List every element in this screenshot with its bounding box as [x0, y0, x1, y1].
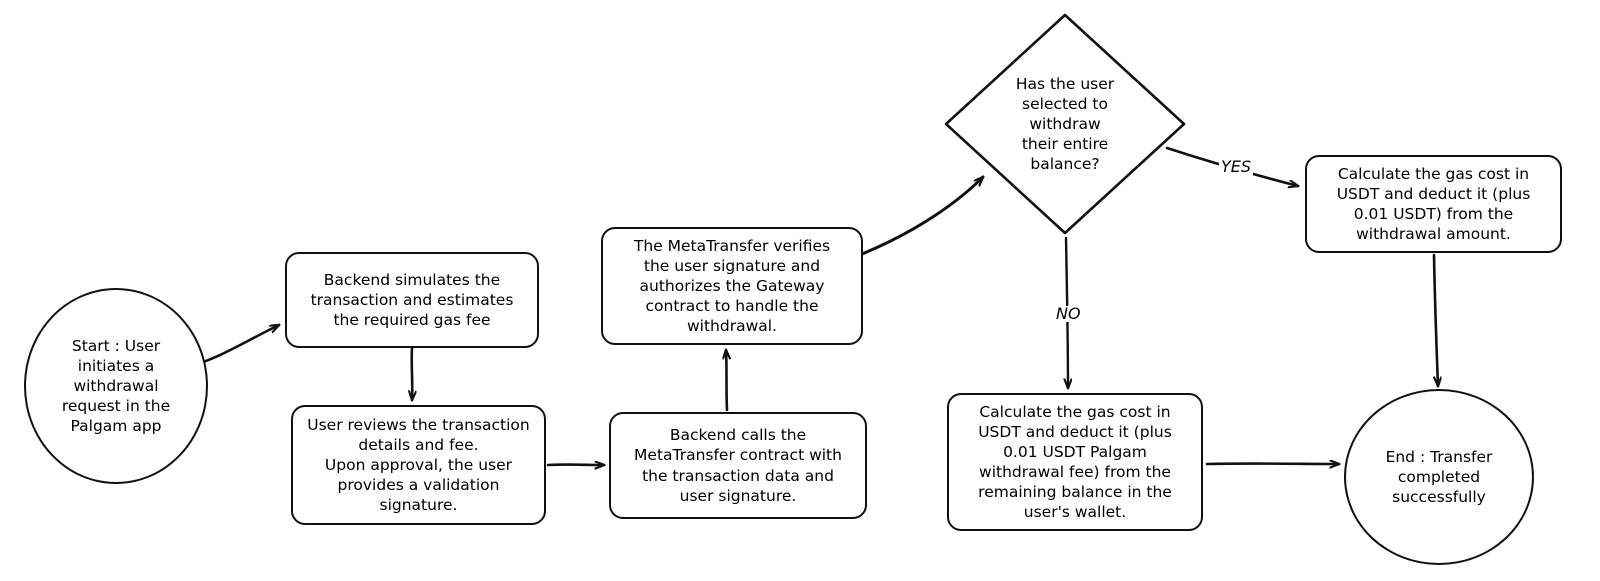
node-end-label: End : Transfer completed successfully: [1385, 447, 1493, 507]
node-user-reviews[interactable]: User reviews the transaction details and…: [291, 405, 546, 525]
edge-yes-calculate-gas-to-end: [1432, 253, 1438, 386]
edge-backend-simulates-to-user-reviews: [412, 346, 413, 400]
node-no-calculate-gas[interactable]: Calculate the gas cost in USDT and deduc…: [947, 393, 1203, 531]
node-end[interactable]: End : Transfer completed successfully: [1344, 389, 1534, 565]
node-no-calculate-gas-label: Calculate the gas cost in USDT and deduc…: [978, 402, 1172, 522]
node-backend-simulates-label: Backend simulates the transaction and es…: [310, 270, 514, 330]
node-yes-calculate-gas[interactable]: Calculate the gas cost in USDT and deduc…: [1305, 155, 1562, 253]
node-decision-entire-balance[interactable]: Has the user selected to withdraw their …: [941, 10, 1189, 238]
diamond-outline-icon: [944, 13, 1186, 235]
node-user-reviews-label: User reviews the transaction details and…: [307, 415, 530, 515]
node-backend-calls-label: Backend calls the MetaTransfer contract …: [634, 426, 842, 505]
node-yes-calculate-gas-label: Calculate the gas cost in USDT and deduc…: [1336, 164, 1531, 244]
node-metatransfer-verifies[interactable]: The MetaTransfer verifies the user signa…: [601, 227, 863, 345]
edge-backend-calls-to-metatransfer-verifies: [726, 350, 727, 412]
node-backend-simulates[interactable]: Backend simulates the transaction and es…: [285, 252, 539, 348]
node-backend-calls[interactable]: Backend calls the MetaTransfer contract …: [609, 412, 867, 519]
edge-label-yes: YES: [1219, 157, 1254, 176]
node-start[interactable]: Start : User initiates a withdrawal requ…: [24, 288, 208, 484]
edge-label-no: NO: [1054, 304, 1083, 323]
node-start-label: Start : User initiates a withdrawal requ…: [61, 336, 171, 436]
node-metatransfer-verifies-label: The MetaTransfer verifies the user signa…: [633, 236, 831, 336]
node-decision-entire-balance-label: Has the user selected to withdraw their …: [1015, 74, 1115, 174]
